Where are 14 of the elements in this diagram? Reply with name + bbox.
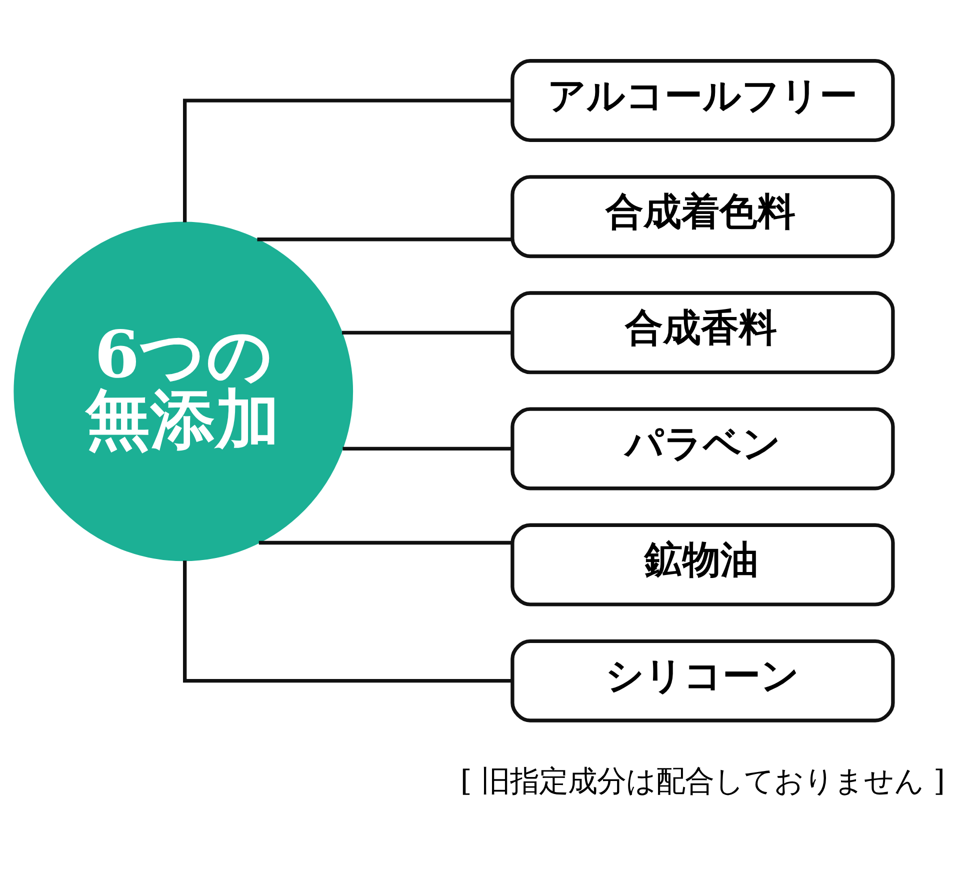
- connector: [183, 560, 512, 682]
- connector: [342, 446, 512, 450]
- connector: [342, 330, 512, 334]
- label: [ 旧指定成分は配合しておりません ]: [460, 764, 945, 798]
- connector: [257, 237, 512, 241]
- node-box: パラベン: [510, 406, 895, 490]
- node-box: 合成着色料: [510, 174, 895, 258]
- connector: [183, 98, 512, 222]
- connector: [258, 540, 512, 544]
- node-box: アルコールフリー: [510, 58, 895, 142]
- node-box: 合成香料: [510, 290, 895, 374]
- node-box: シリコーン: [510, 638, 895, 722]
- node-circle: 6つの無添加: [14, 221, 354, 561]
- node-box: 鉱物油: [510, 522, 895, 606]
